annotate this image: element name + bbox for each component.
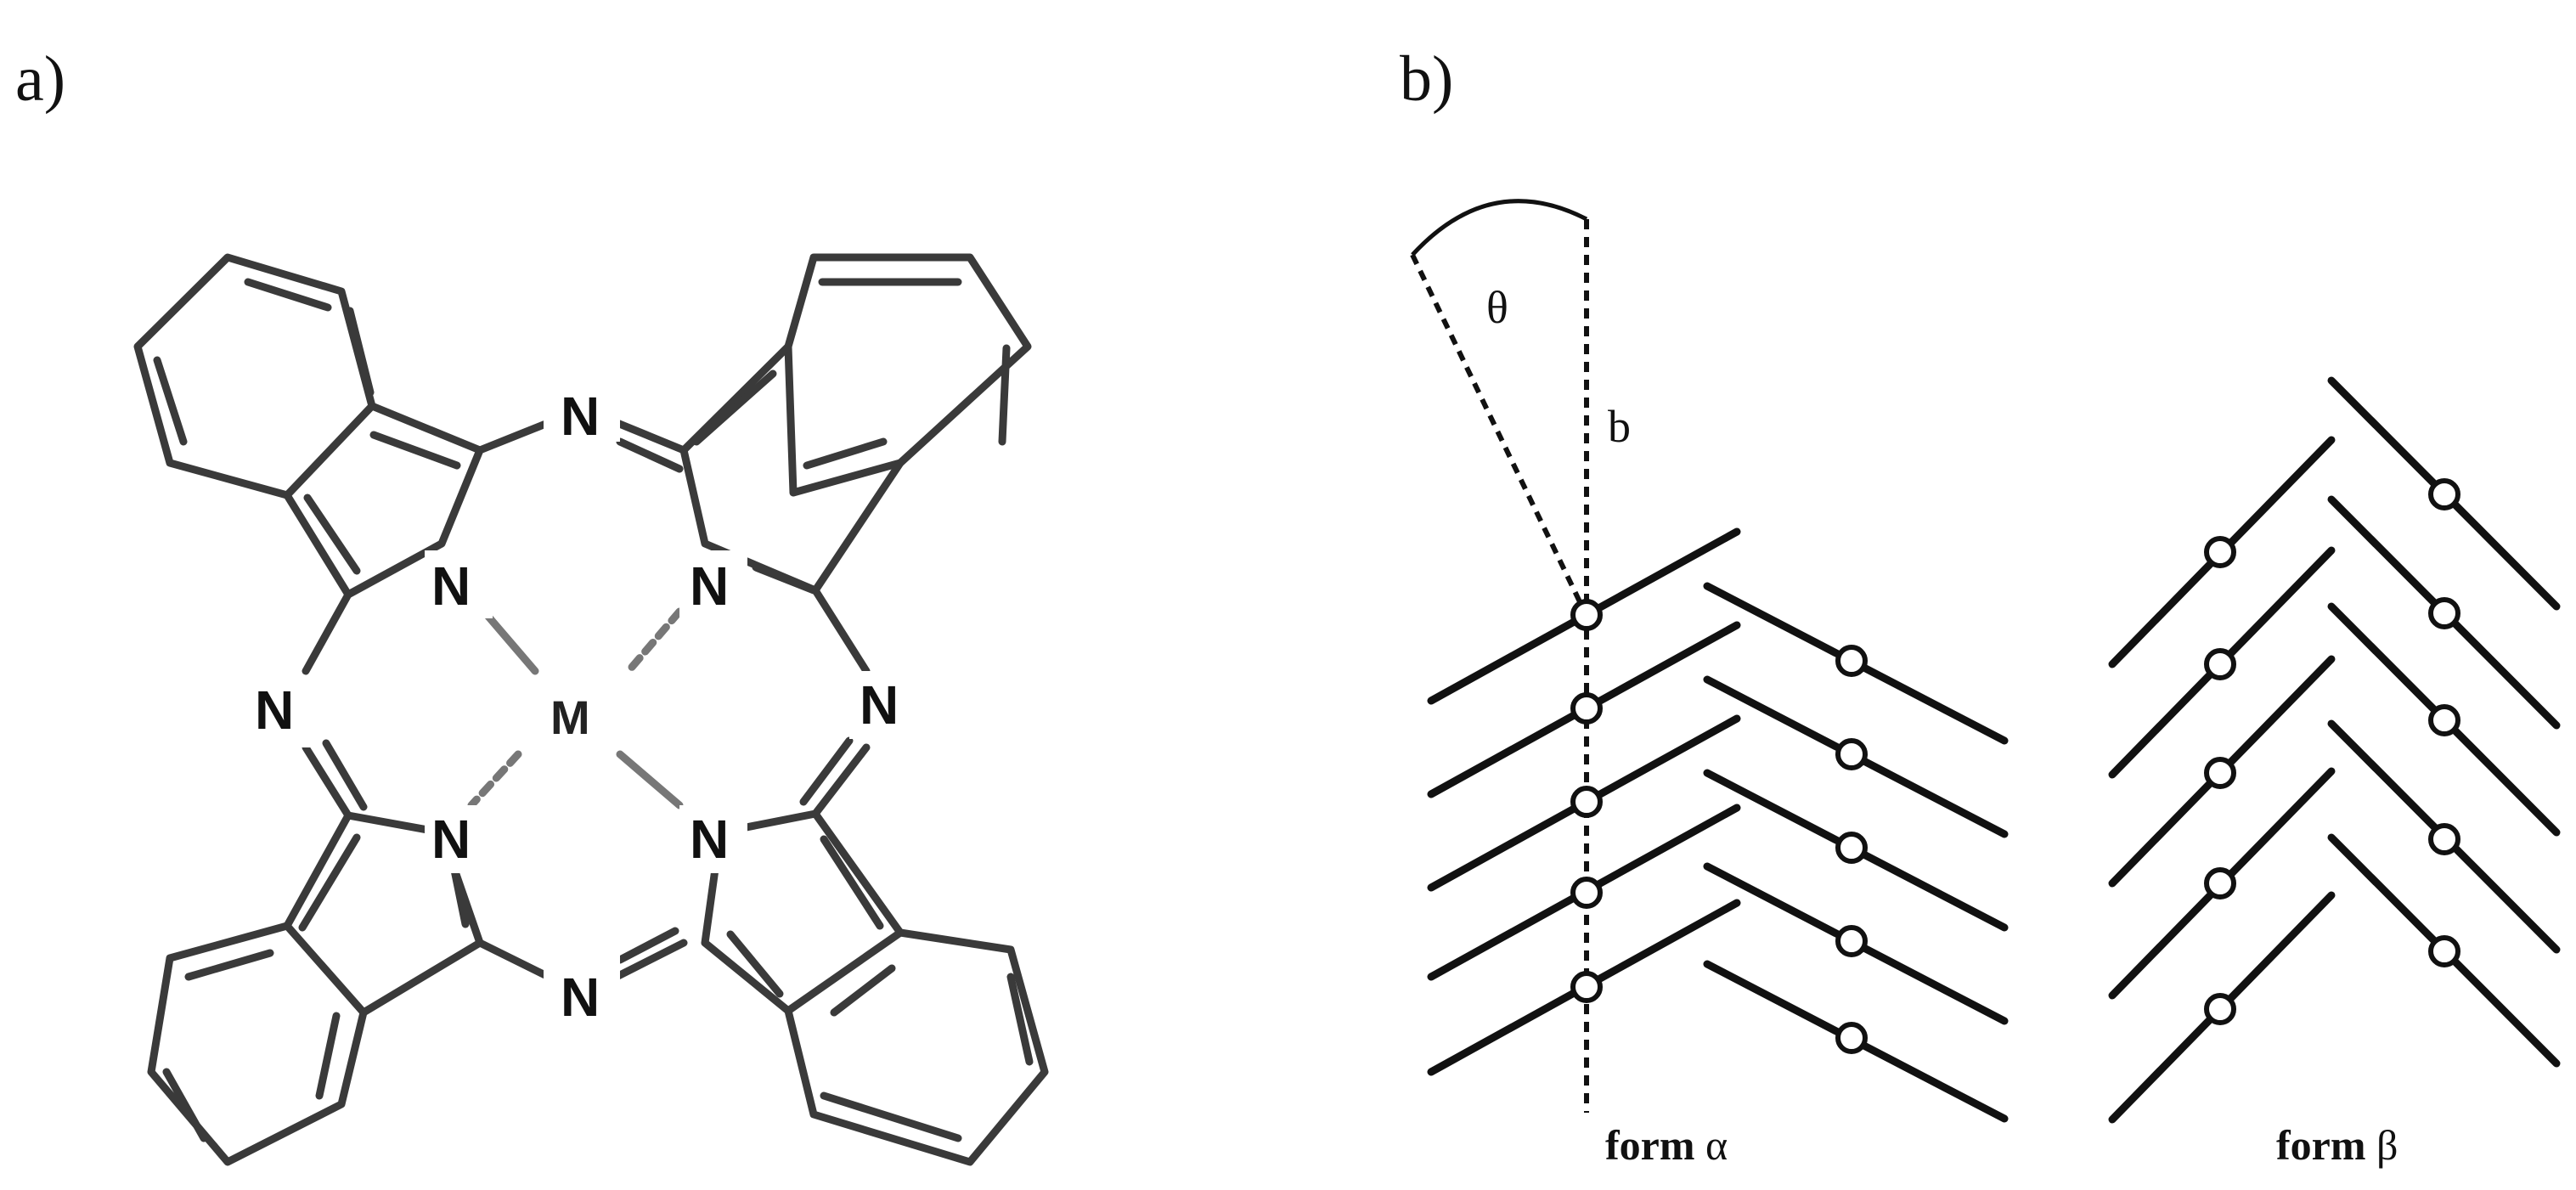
panel-b-label: b) [1400,43,1453,115]
tilt-angle-annotation [1410,199,1589,1113]
nitrogen-top-bridge: N [561,386,600,447]
pyrrole-top-left [283,402,484,599]
b-axis-label: b [1608,401,1631,452]
form-beta-stack [2108,376,2561,1124]
metal-center: M [550,691,590,744]
nitrogen-bottom-bridge: N [561,967,600,1028]
nitrogen-left-bridge: N [255,680,294,741]
nitrogen-right-bridge: N [860,674,899,736]
form-alpha-stack [1427,527,2009,1123]
nitrogen-pyrrole-bottom-right: N [690,809,729,870]
angle-arc [1411,199,1588,257]
metal-coordination-bonds [467,607,684,809]
benzo-ring-top-left [133,253,376,499]
form-beta-metal-centers [2204,478,2460,1025]
phthalocyanine-structure [133,253,1049,1166]
theta-label: θ [1486,282,1508,333]
form-beta-label: form β [2276,1121,2398,1169]
pyrrole-top-right [679,342,905,595]
form-alpha-metal-centers [1570,599,1868,1054]
atom-labels: N N N N N M N N N [251,374,917,1028]
nitrogen-pyrrole-top-left: N [431,556,471,617]
nitrogen-pyrrole-bottom-left: N [431,809,471,870]
panel-a-label: a) [15,43,65,115]
form-alpha-label: form α [1605,1121,1728,1169]
molecular-normal-line [1410,253,1589,618]
nitrogen-pyrrole-top-right: N [690,556,729,617]
